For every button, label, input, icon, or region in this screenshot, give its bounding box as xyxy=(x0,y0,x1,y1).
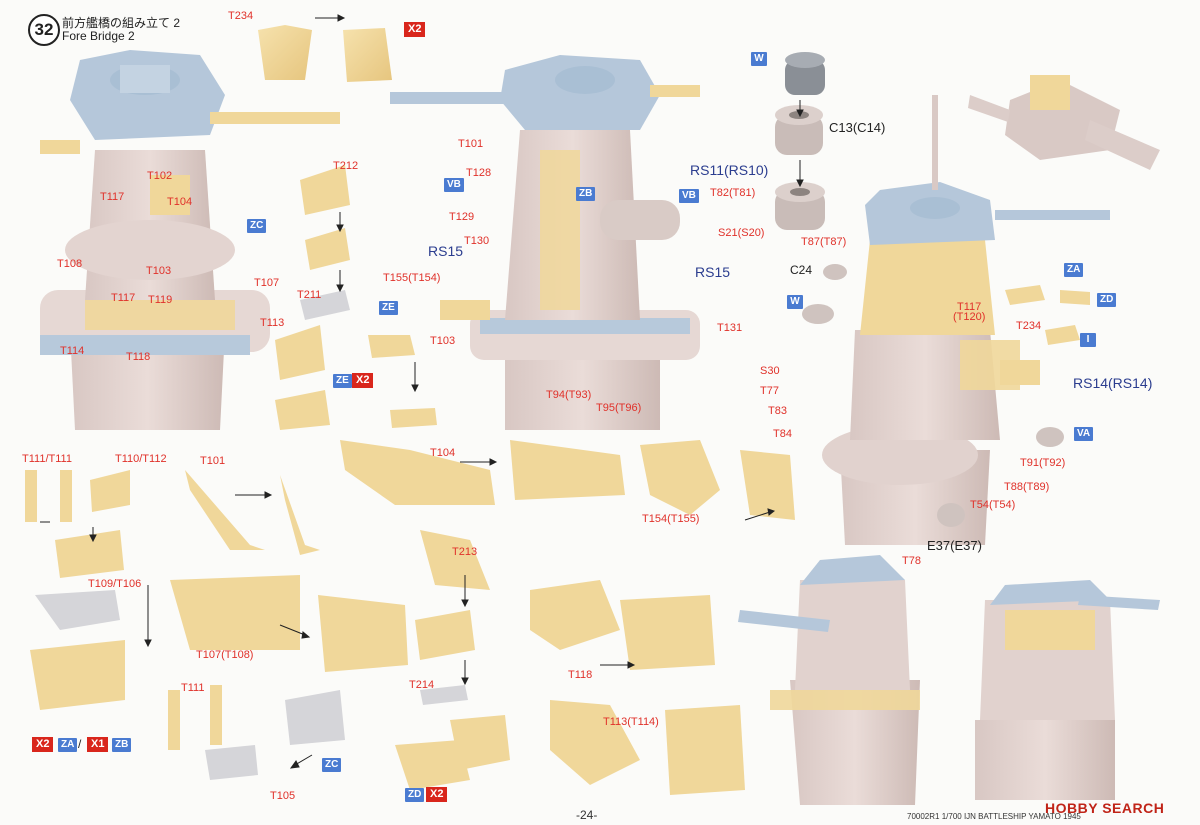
part-label-t131: T131 xyxy=(717,322,743,334)
zc-badge-low: ZC xyxy=(322,758,342,772)
part-label-rs14: RS14(RS14) xyxy=(1073,375,1153,391)
part-label-t108: T108 xyxy=(57,258,83,270)
page-number: -24- xyxy=(576,808,598,822)
part-label-s21: S21(S20) xyxy=(718,227,765,239)
part-label-t94-93: T94(T93) xyxy=(546,389,592,401)
part-label-t83: T83 xyxy=(768,405,787,417)
part-label-t105: T105 xyxy=(270,790,296,802)
part-label-t119: T119 xyxy=(148,294,173,306)
part-label-t234-right: T234 xyxy=(1016,320,1042,332)
part-label-t104-left: T104 xyxy=(167,196,193,208)
part-label-t117-right: T117 xyxy=(957,301,982,313)
part-label-t111-low: T111 xyxy=(181,682,205,694)
part-label-t84: T84 xyxy=(773,428,792,440)
part-label-t211: T211 xyxy=(297,289,322,301)
part-label-t77: T77 xyxy=(760,385,779,397)
zd-badge: ZD xyxy=(1097,293,1117,307)
part-label-rs15-right: RS15 xyxy=(695,264,731,280)
part-label-c24: C24 xyxy=(790,263,813,277)
part-label-c13: C13(C14) xyxy=(829,120,886,135)
part-label-t54: T54(T54) xyxy=(970,499,1016,511)
part-label-t117-left: T117 xyxy=(100,191,125,203)
ze-badge: ZE xyxy=(379,301,398,315)
tower-center xyxy=(390,55,700,430)
legend-slash: / xyxy=(78,737,82,751)
part-label-t129: T129 xyxy=(449,211,475,223)
x2-badge-zd: X2 xyxy=(426,787,448,802)
step-title-jp: 前方艦橋の組み立て 2 xyxy=(62,16,181,30)
part-label-t103-left: T103 xyxy=(146,265,172,277)
part-label-t88-89: T88(T89) xyxy=(1004,481,1050,493)
part-label-t113-left: T113 xyxy=(260,317,285,329)
x2-badge-left: X2 xyxy=(32,737,54,752)
part-label-t214: T214 xyxy=(409,679,435,691)
x2-badge-ze: X2 xyxy=(352,373,374,388)
zb-badge-left: ZB xyxy=(112,738,132,752)
etched-parts-bottom-middle xyxy=(395,285,1090,795)
x2-badge-top: X2 xyxy=(404,22,426,37)
etched-parts-middle xyxy=(275,165,625,505)
zc-badge-top: ZC xyxy=(247,219,267,233)
part-label-t234-top: T234 xyxy=(228,10,254,22)
t234-boxes xyxy=(258,25,392,82)
part-label-rs11: RS11(RS10) xyxy=(690,162,769,178)
part-label-t154-155: T154(T155) xyxy=(642,513,700,525)
part-label-t120: (T120) xyxy=(953,311,986,323)
zd-badge-low: ZD xyxy=(405,788,425,802)
part-label-t213: T213 xyxy=(452,546,478,558)
etched-parts-bottom-left xyxy=(25,470,408,780)
part-label-t107-108: T107(T108) xyxy=(196,649,254,661)
part-label-t111-top: T111/T111 xyxy=(22,453,72,465)
part-label-t95-96: T95(T96) xyxy=(596,402,642,414)
i-badge: I xyxy=(1080,333,1096,347)
za-badge-left: ZA xyxy=(58,738,78,752)
part-label-t212: T212 xyxy=(333,160,359,172)
part-label-t101-low: T101 xyxy=(200,455,226,467)
part-label-t104-low: T104 xyxy=(430,447,456,459)
part-label-t82: T82(T81) xyxy=(710,187,756,199)
assembly-arrows xyxy=(40,14,804,769)
part-label-t114: T114 xyxy=(60,345,85,357)
step-number: 32 xyxy=(28,14,60,46)
step-title-en: Fore Bridge 2 xyxy=(62,29,135,43)
vb-badge-b: VB xyxy=(679,189,699,203)
brand-watermark: HOBBY SEARCH xyxy=(1045,800,1165,816)
tower-right xyxy=(822,95,1110,545)
part-label-t118-left: T118 xyxy=(126,351,151,363)
part-label-e37: E37(E37) xyxy=(927,538,982,553)
part-label-t155-154: T155(T154) xyxy=(383,272,441,284)
part-label-t102: T102 xyxy=(147,170,173,182)
part-label-t113-114: T113(T114) xyxy=(603,716,659,728)
turret-top-right xyxy=(968,75,1160,170)
part-label-t130: T130 xyxy=(464,235,490,247)
part-label-rs15-left: RS15 xyxy=(428,243,464,259)
w-badge-top: W xyxy=(751,52,767,66)
zb-badge: ZB xyxy=(576,187,596,201)
tower-left xyxy=(40,50,340,430)
za-badge: ZA xyxy=(1064,263,1084,277)
part-label-t128: T128 xyxy=(466,167,492,179)
part-label-t110-112: T110/T112 xyxy=(115,453,167,465)
part-label-t103-mid: T103 xyxy=(430,335,456,347)
vb-badge-a: VB xyxy=(444,178,464,192)
part-label-t87: T87(T87) xyxy=(801,236,847,248)
x1-badge-left: X1 xyxy=(87,737,109,752)
part-label-t118-low: T118 xyxy=(568,669,593,681)
part-label-s30: S30 xyxy=(760,365,780,377)
cylinder-parts xyxy=(775,52,1064,527)
tower-bottom-b xyxy=(975,580,1160,800)
part-label-t109-106: T109/T106 xyxy=(88,578,142,590)
model-caption: 70002R1 1/700 IJN BATTLESHIP YAMATO 1945 xyxy=(907,812,1081,821)
w-badge-mid: W xyxy=(787,295,803,309)
part-label-t78: T78 xyxy=(902,555,921,567)
part-label-t101-mid: T101 xyxy=(458,138,484,150)
ze-badge-x2: ZE xyxy=(333,374,352,388)
part-label-t107-left: T107 xyxy=(254,277,280,289)
part-label-t91-92: T91(T92) xyxy=(1020,457,1066,469)
tower-bottom-a xyxy=(738,555,920,805)
part-label-t117-bottom: T117 xyxy=(111,292,136,304)
va-badge: VA xyxy=(1074,427,1094,441)
